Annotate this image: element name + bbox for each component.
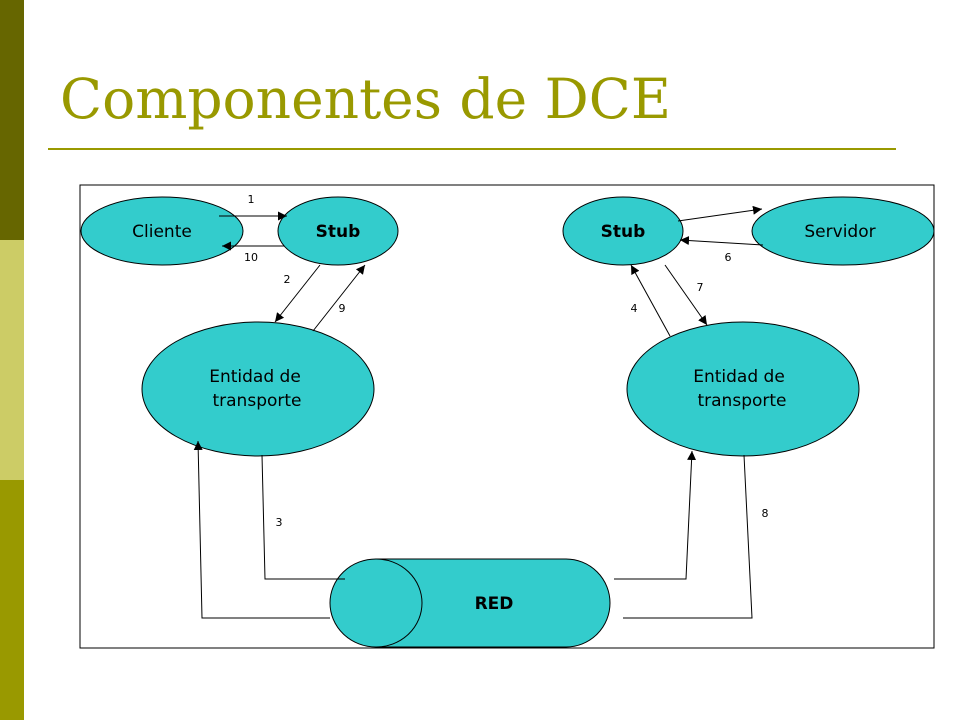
- title-underline: [48, 148, 896, 150]
- arrow-step-6: [679, 236, 764, 246]
- accent-bar-bottom: [0, 480, 24, 720]
- step-label-2: 2: [284, 273, 291, 286]
- client-stub-label: Stub: [316, 222, 361, 242]
- network-cylinder-body: [375, 558, 611, 648]
- network-cylinder-end: [329, 558, 423, 648]
- server-stub-label: Stub: [601, 222, 646, 242]
- client-stub-node: [277, 196, 399, 266]
- transport-entity-right: [626, 321, 860, 457]
- server-node: [751, 196, 935, 266]
- network-label: RED: [475, 594, 514, 614]
- client-node: [80, 196, 244, 266]
- step-label-10: 10: [244, 251, 258, 264]
- arrow-step-4: [630, 264, 671, 337]
- line-step-3-out: [261, 454, 345, 580]
- step-label-4: 4: [631, 302, 638, 315]
- arrow-step-3-in: [193, 440, 330, 619]
- transport-left-label-line2: transporte: [212, 391, 301, 411]
- transport-left-label-line1: Entidad de: [209, 367, 301, 387]
- arrow-step-8-in: [614, 450, 697, 580]
- accent-bar-middle: [0, 240, 24, 480]
- arrow-step-2: [274, 264, 321, 323]
- accent-bar-top: [0, 0, 24, 240]
- transport-right-label-line2: transporte: [697, 391, 786, 411]
- transport-entity-left: [141, 321, 375, 457]
- line-step-8-out: [623, 454, 753, 619]
- server-label: Servidor: [804, 222, 875, 242]
- step-label-7: 7: [697, 281, 704, 294]
- step-label-3: 3: [276, 516, 283, 529]
- step-label-1: 1: [248, 193, 255, 206]
- transport-right-label-line1: Entidad de: [693, 367, 785, 387]
- slide-title: Componentes de DCE: [60, 67, 671, 131]
- server-stub-node: [562, 196, 684, 266]
- step-label-9: 9: [339, 302, 346, 315]
- diagram-frame: [79, 184, 935, 649]
- arrow-step-9: [312, 264, 366, 332]
- step-label-8: 8: [762, 507, 769, 520]
- arrow-step-7: [664, 264, 708, 326]
- client-label: Cliente: [132, 222, 192, 242]
- arrow-to-server: [677, 205, 763, 222]
- step-label-6: 6: [725, 251, 732, 264]
